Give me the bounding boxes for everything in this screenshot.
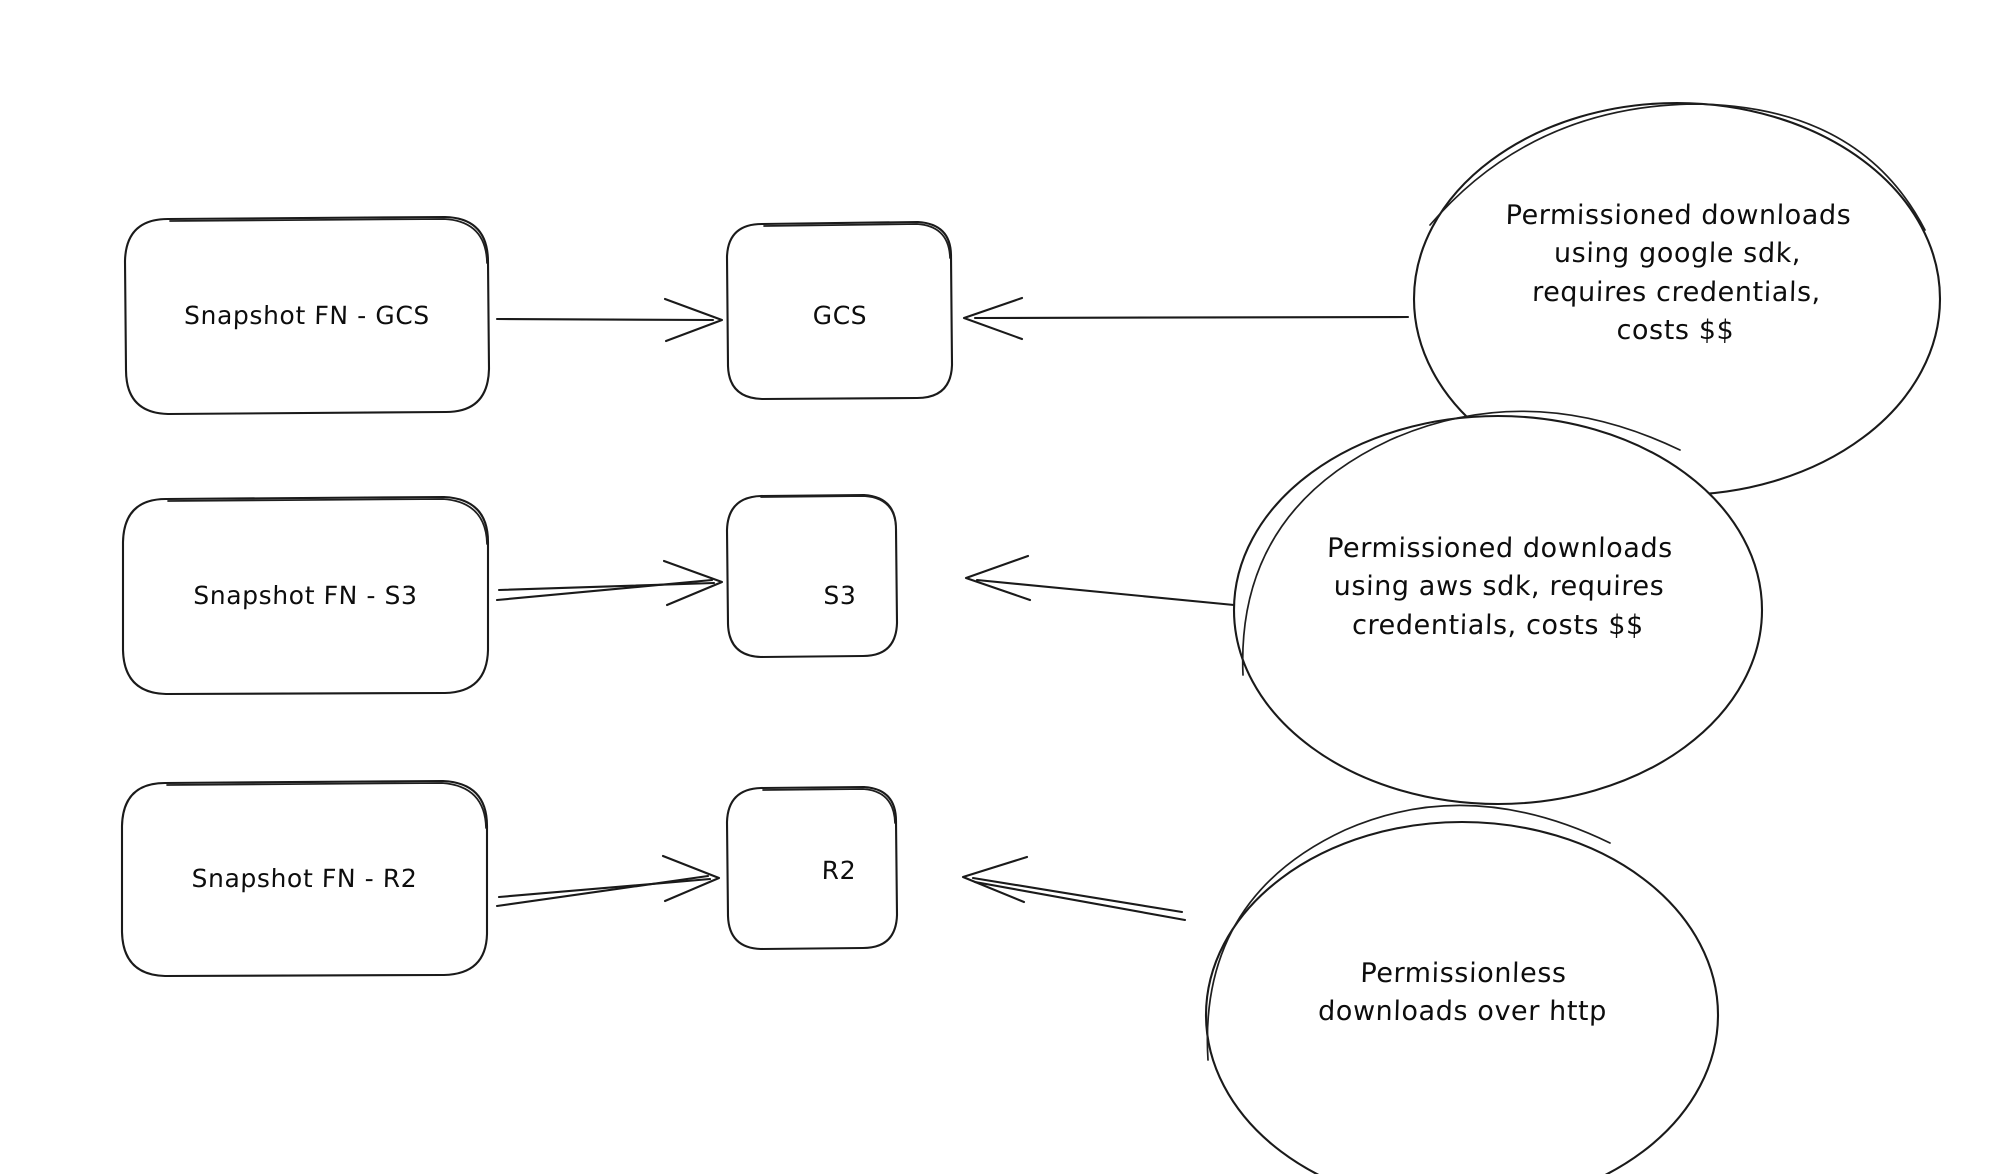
arrow-note-to-gcs — [962, 296, 1410, 341]
arrow-snapshot-s3-to-s3 — [495, 559, 724, 607]
node-snapshot-fn-r2[interactable] — [120, 779, 489, 978]
note-ellipse-s3 — [1232, 410, 1764, 806]
node-snapshot-fn-s3[interactable] — [121, 495, 490, 696]
arrow-note-to-s3 — [964, 554, 1236, 607]
note-ellipse-gcs — [1412, 101, 1942, 497]
arrow-snapshot-gcs-to-gcs — [495, 297, 724, 343]
node-r2[interactable] — [725, 785, 899, 951]
node-s3[interactable] — [725, 493, 899, 659]
node-gcs[interactable] — [725, 220, 954, 401]
note-ellipse-r2 — [1205, 804, 1719, 1174]
arrow-note-to-r2 — [961, 855, 1187, 922]
arrow-snapshot-r2-to-r2 — [495, 854, 721, 908]
node-snapshot-fn-gcs[interactable] — [123, 215, 491, 416]
